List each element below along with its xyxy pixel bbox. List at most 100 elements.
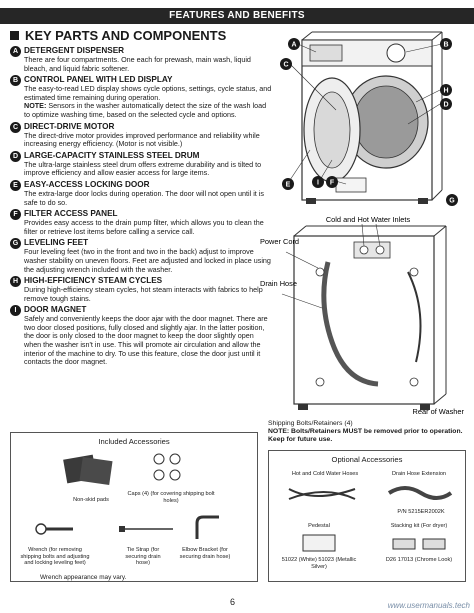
stacking-kit-icon xyxy=(392,538,446,550)
page-title: KEY PARTS AND COMPONENTS xyxy=(10,28,226,43)
part-letter-badge: E xyxy=(10,179,21,191)
part-title: CONTROL PANEL WITH LED DISPLAY xyxy=(24,75,173,85)
watermark: www.usermanuals.tech xyxy=(387,601,470,610)
part-description-text: Safely and conveniently keeps the door a… xyxy=(24,314,268,367)
drain-hose-label: Drain Hose xyxy=(260,279,297,288)
callout-f: F xyxy=(330,180,335,187)
part-title: EASY-ACCESS LOCKING DOOR xyxy=(24,179,150,189)
shipping-bolts-note: Shipping Bolts/Retainers (4) NOTE: Bolts… xyxy=(268,420,466,445)
power-cord-shape xyxy=(407,271,422,363)
power-cord-label: Power Cord xyxy=(260,237,299,246)
wrench-label: Wrench (for removing shipping bolts and … xyxy=(20,547,90,567)
non-skid-pads-icon xyxy=(63,454,113,485)
part-title: DETERGENT DISPENSER xyxy=(24,46,125,55)
note-label: NOTE: xyxy=(24,101,47,111)
washer-front-figure: A B C D E F G H I xyxy=(280,31,458,206)
part-letter-badge: A xyxy=(10,46,21,57)
drain-pn: P/N 5215ER2002K xyxy=(397,509,445,515)
part-description: The easy-to-read LED display shows cycle… xyxy=(24,84,272,119)
part-description-text: During high-efficiency steam cycles, hot… xyxy=(24,285,263,303)
callout-g: G xyxy=(449,198,455,205)
pedestal-pn: 51022 (White) 51023 (Metallic Silver) xyxy=(281,557,357,570)
water-hoses-icon xyxy=(288,488,356,500)
wrench-appearance-note: Wrench appearance may vary. xyxy=(40,574,127,581)
part-letter-badge: C xyxy=(10,121,21,133)
part-description-text: Four leveling feet (two in the front and… xyxy=(24,247,271,274)
control-panel-area xyxy=(301,39,433,67)
part-title: LEVELING FEET xyxy=(24,238,89,248)
part-letter-badge: I xyxy=(10,305,21,317)
part-description: The direct-drive motor provides improved… xyxy=(24,130,272,149)
part-letter-badge: G xyxy=(10,238,21,250)
part-title: FILTER ACCESS PANEL xyxy=(24,209,118,219)
hoses-label: Hot and Cold Water Hoses xyxy=(291,471,359,477)
part-description-text: Provides easy access to the drain pump f… xyxy=(24,218,264,236)
non-skid-label: Non-skid pads xyxy=(73,497,109,503)
part-letter-badge: H xyxy=(10,276,21,288)
included-accessories-box: Included Accessories Non-skid pads Caps … xyxy=(10,432,258,582)
stacking-label: Stacking kit (For dryer) xyxy=(390,523,448,529)
part-description: Provides easy access to the drain pump f… xyxy=(24,218,272,236)
water-inlets xyxy=(353,241,391,259)
part-description: During high-efficiency steam cycles, hot… xyxy=(24,285,272,303)
part-description: The ultra-large stainless steel drum off… xyxy=(24,160,272,178)
rear-caption: Rear of Washer xyxy=(413,407,465,416)
part-description-text: The easy-to-read LED display shows cycle… xyxy=(24,84,272,102)
part-description-text: There are four compartments. One each fo… xyxy=(24,55,251,73)
part-title: DOOR MAGNET xyxy=(24,305,87,315)
callout-a: A xyxy=(291,42,296,49)
note-text: Sensors in the washer automatically dete… xyxy=(24,101,267,119)
optional-accessories-box: Optional Accessories Hot and Cold Water … xyxy=(268,450,466,582)
leveling-foot-left xyxy=(306,198,316,204)
part-title: LARGE-CAPACITY STAINLESS STEEL DRUM xyxy=(24,150,200,160)
wrench-icon xyxy=(35,523,73,535)
pedestal-label: Pedestal xyxy=(308,523,330,529)
pedestal-icon xyxy=(302,534,336,552)
square-bullet-icon xyxy=(10,31,19,40)
part-description: Four leveling feet (two in the front and… xyxy=(24,247,272,274)
callout-i: I xyxy=(317,180,319,187)
stacking-pn: D26 17013 (Chrome Look) xyxy=(385,557,453,563)
washer-rear-body xyxy=(293,235,435,405)
elbow-label: Elbow Bracket (for securing drain hose) xyxy=(179,547,231,560)
included-title: Included Accessories xyxy=(98,437,170,446)
dispenser-drawer xyxy=(309,44,343,62)
drain-hose-shape xyxy=(321,261,379,387)
section-banner: FEATURES AND BENEFITS xyxy=(0,8,474,24)
drain-extension-icon xyxy=(387,486,453,500)
part-letter-badge: F xyxy=(10,209,21,221)
filter-panel xyxy=(335,177,367,193)
shipping-label: Shipping Bolts/Retainers (4) xyxy=(268,420,353,427)
part-description-text: The extra-large door locks during operat… xyxy=(24,188,264,207)
part-letter-badge: D xyxy=(10,150,21,162)
part-description-text: The direct-drive motor provides improved… xyxy=(24,130,260,149)
tie-strap-label: Tie Strap (for securing drain hose) xyxy=(125,547,161,567)
stainless-drum xyxy=(353,85,419,159)
cycle-knob xyxy=(386,43,406,63)
elbow-bracket-icon xyxy=(195,515,219,539)
callout-h: H xyxy=(443,88,448,95)
part-description: There are four compartments. One each fo… xyxy=(24,55,272,73)
page-title-text: KEY PARTS AND COMPONENTS xyxy=(25,28,227,43)
page-number: 6 xyxy=(230,597,236,607)
drain-ext-label: Drain Hose Extension xyxy=(391,471,447,477)
callout-badges: A B C D E F G H I xyxy=(280,38,458,206)
tie-strap-icon xyxy=(119,526,173,532)
part-letter-badge: B xyxy=(10,75,21,87)
callout-b: B xyxy=(443,42,448,49)
caps-icon xyxy=(153,453,181,481)
shipping-warning: NOTE: Bolts/Retainers MUST be removed pr… xyxy=(268,428,463,444)
part-title: DIRECT-DRIVE MOTOR xyxy=(24,121,115,131)
door-glass xyxy=(313,91,351,169)
washer-rear-figure: Cold and Hot Water Inlets Power Cord Dra… xyxy=(260,215,465,416)
part-description: The extra-large door locks during operat… xyxy=(24,188,272,207)
inlets-label: Cold and Hot Water Inlets xyxy=(326,215,411,224)
leveling-foot-right xyxy=(418,198,428,204)
